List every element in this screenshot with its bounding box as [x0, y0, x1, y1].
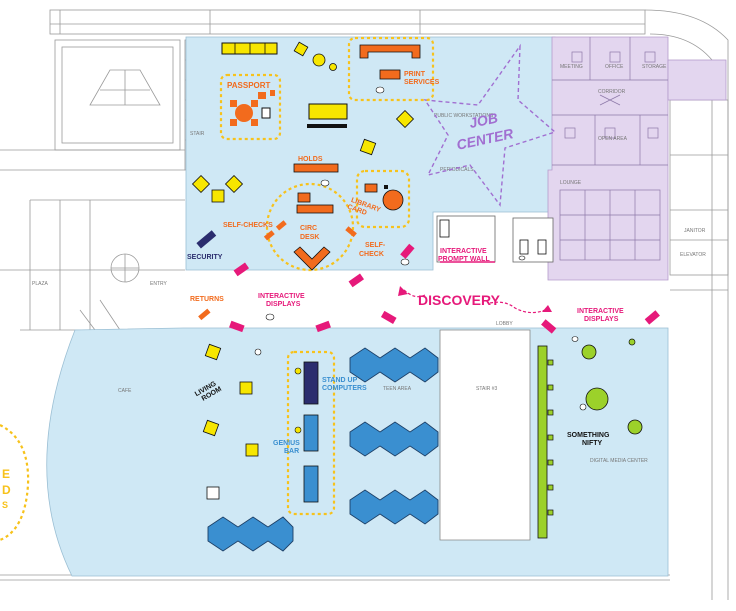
- green-display-wall: [537, 345, 548, 539]
- room-label-plaza: PLAZA: [32, 281, 49, 287]
- print-services-area[interactable]: PRINT SERVICES: [347, 36, 440, 102]
- library-card-area[interactable]: LIBRARY CARD: [346, 169, 411, 229]
- stand-up-computers-label-line2: COMPUTERS: [322, 385, 367, 392]
- room-label-periodicals: PERIODICALS: [440, 167, 474, 173]
- passport-area[interactable]: PASSPORT: [219, 73, 282, 141]
- genius-bar-label-line2: BAR: [284, 448, 299, 455]
- teen-shelving: [207, 347, 439, 552]
- interactive-displays-left-line1: INTERACTIVE: [258, 293, 305, 300]
- prompt-wall-label-line1: INTERACTIVE: [440, 248, 487, 255]
- holds-label: HOLDS: [298, 156, 323, 163]
- genius-bar-label-line1: GENIUS: [273, 440, 300, 447]
- digital-media-center[interactable]: SOMETHING NIFTY: [537, 338, 643, 539]
- interactive-displays-right-line2: DISPLAYS: [584, 316, 619, 323]
- prompt-wall-label-line2: PROMPT WALL: [438, 256, 490, 263]
- room-labels: STAIR PLAZA ENTRY CORRIDOR OPEN AREA JAN…: [32, 64, 706, 464]
- interactive-displays-left[interactable]: INTERACTIVE DISPLAYS: [258, 293, 305, 308]
- top-furniture: [191, 41, 415, 203]
- interactive-displays-right-line1: INTERACTIVE: [577, 308, 624, 315]
- room-label-lobby: LOBBY: [496, 321, 513, 327]
- something-nifty-label-line1: SOMETHING: [567, 432, 610, 439]
- returns-area[interactable]: RETURNS: [190, 296, 224, 321]
- edge-label-s: S: [2, 500, 8, 510]
- edge-label-d: D: [2, 483, 11, 497]
- print-services-label-line1: PRINT: [404, 71, 426, 78]
- security-label: SECURITY: [187, 254, 223, 261]
- interactive-displays-left-line2: DISPLAYS: [266, 301, 301, 308]
- stair-core: [439, 329, 531, 541]
- self-checks-label: SELF-CHECKS: [223, 222, 273, 229]
- discovery-area[interactable]: DISCOVERY: [398, 286, 552, 314]
- something-nifty-label-line2: NIFTY: [582, 440, 603, 447]
- room-label-office: OFFICE: [605, 64, 624, 70]
- room-label-entry: ENTRY: [150, 281, 168, 287]
- holds-area[interactable]: HOLDS: [293, 156, 339, 173]
- passport-label: PASSPORT: [227, 81, 271, 90]
- room-label-stair-3: STAIR #3: [476, 386, 498, 392]
- room-label-stair: STAIR: [190, 131, 205, 137]
- self-check-label-line2: CHECK: [359, 251, 384, 258]
- self-check-area[interactable]: SELF- CHECK: [345, 226, 386, 258]
- passport-table-icon: [235, 104, 253, 122]
- circ-desk-area[interactable]: CIRC DESK: [265, 182, 355, 272]
- security-area[interactable]: SECURITY: [187, 230, 223, 261]
- edge-label-e: E: [2, 467, 10, 481]
- room-label-teen-area: TEEN AREA: [383, 386, 412, 392]
- living-room-furniture: [202, 343, 259, 500]
- circ-desk-label-line2: DESK: [300, 234, 319, 241]
- left-edge-callout[interactable]: E D S: [0, 424, 30, 542]
- job-center-star-outline: [423, 43, 557, 207]
- room-label-elevator: ELEVATOR: [680, 252, 706, 258]
- circ-desk-icon: [293, 246, 331, 271]
- self-check-label-line1: SELF-: [365, 242, 386, 249]
- discovery-path: [403, 289, 546, 314]
- circ-desk-label-line1: CIRC: [300, 225, 317, 232]
- room-label-cafe: CAFE: [118, 388, 132, 394]
- interactive-display-tiles: [229, 243, 660, 334]
- room-label-lounge: LOUNGE: [560, 180, 582, 186]
- stand-up-computers-area[interactable]: STAND UP COMPUTERS: [286, 350, 367, 516]
- room-label-janitor: JANITOR: [684, 228, 706, 234]
- discovery-label: DISCOVERY: [418, 292, 501, 308]
- purple-staff-zone: [547, 36, 727, 281]
- room-label-corridor: CORRIDOR: [598, 89, 626, 95]
- print-services-label-line2: SERVICES: [404, 79, 440, 86]
- prompt-wall-area[interactable]: INTERACTIVE PROMPT WALL: [436, 215, 554, 263]
- room-label-meeting: MEETING: [560, 64, 583, 70]
- job-center-label-line1: JOB: [468, 109, 499, 131]
- genius-bar-area[interactable]: GENIUS BAR: [273, 414, 319, 503]
- room-label-digital-media: DIGITAL MEDIA CENTER: [590, 458, 648, 464]
- room-label-public-workstations: PUBLIC WORKSTATIONS: [434, 113, 494, 119]
- stand-up-computers-label-line1: STAND UP: [322, 377, 358, 384]
- room-label-open-area: OPEN AREA: [598, 136, 628, 142]
- returns-label: RETURNS: [190, 296, 224, 303]
- interactive-displays-right[interactable]: INTERACTIVE DISPLAYS: [577, 308, 624, 323]
- people-markers: [254, 86, 587, 434]
- self-checks-area[interactable]: SELF-CHECKS: [223, 220, 287, 241]
- room-label-storage: STORAGE: [642, 64, 667, 70]
